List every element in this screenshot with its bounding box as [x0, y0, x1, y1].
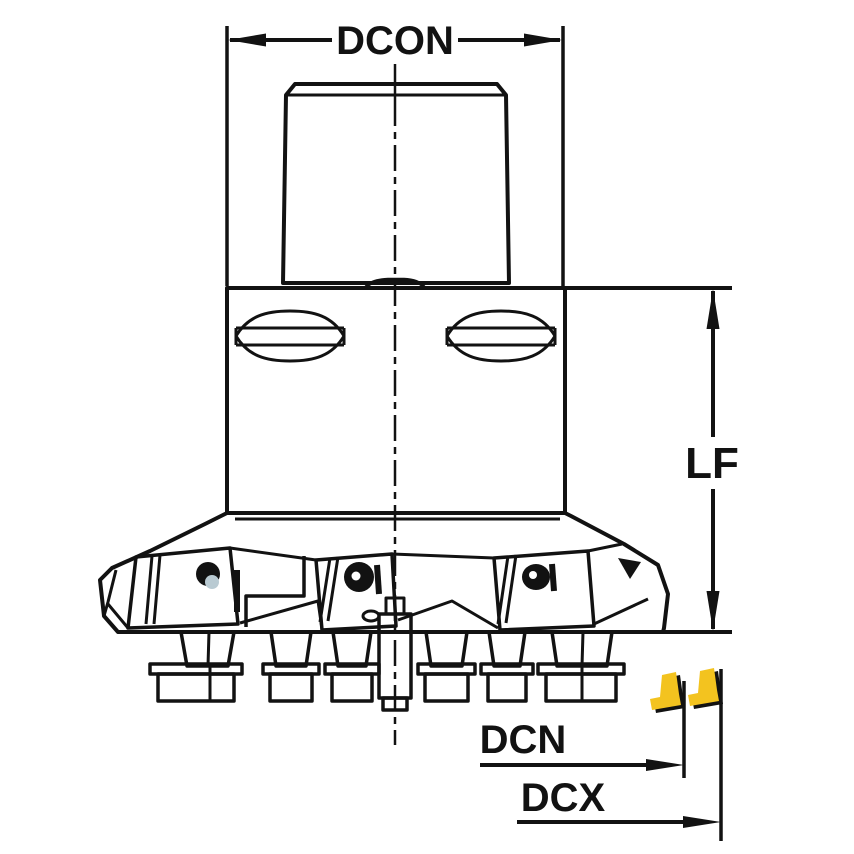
insert-cap: [323, 662, 381, 703]
arrowhead-right: [646, 759, 684, 771]
dimension-dcn: DCN: [480, 681, 686, 778]
insert-cap: [416, 662, 477, 703]
junction-arc: [364, 277, 426, 289]
arrowhead-right: [683, 816, 721, 828]
dimension-dcx: DCX: [517, 669, 723, 841]
arrowhead-down: [706, 591, 720, 631]
turning-insert-icon: [688, 668, 719, 706]
cartridge-middle: [314, 552, 499, 632]
arrowhead-left: [228, 33, 266, 47]
insert-cap: [536, 662, 626, 703]
cutter-head: [98, 511, 670, 634]
arrowhead-up: [706, 289, 720, 329]
insert-cap: [148, 662, 244, 703]
cartridge-left: [126, 546, 324, 630]
dimension-dcon: DCON: [225, 19, 565, 286]
insert-caps: [148, 662, 626, 703]
insert-necks: [179, 630, 614, 668]
label-lf: LF: [685, 439, 739, 488]
dimension-lf: LF: [560, 286, 739, 634]
insert-cap: [479, 662, 535, 703]
arrowhead-right: [524, 33, 562, 47]
label-dcx: DCX: [521, 776, 606, 820]
label-dcon: DCON: [336, 19, 454, 63]
drive-slot-right: [445, 309, 557, 363]
turning-insert-icon: [650, 672, 681, 710]
cartridge-right: [492, 542, 649, 632]
drive-slot-left: [234, 309, 346, 363]
insert-cap: [261, 662, 321, 703]
label-dcn: DCN: [480, 718, 567, 762]
insert-tip-mark: [618, 558, 641, 579]
insert-sample-icons: [650, 668, 723, 713]
